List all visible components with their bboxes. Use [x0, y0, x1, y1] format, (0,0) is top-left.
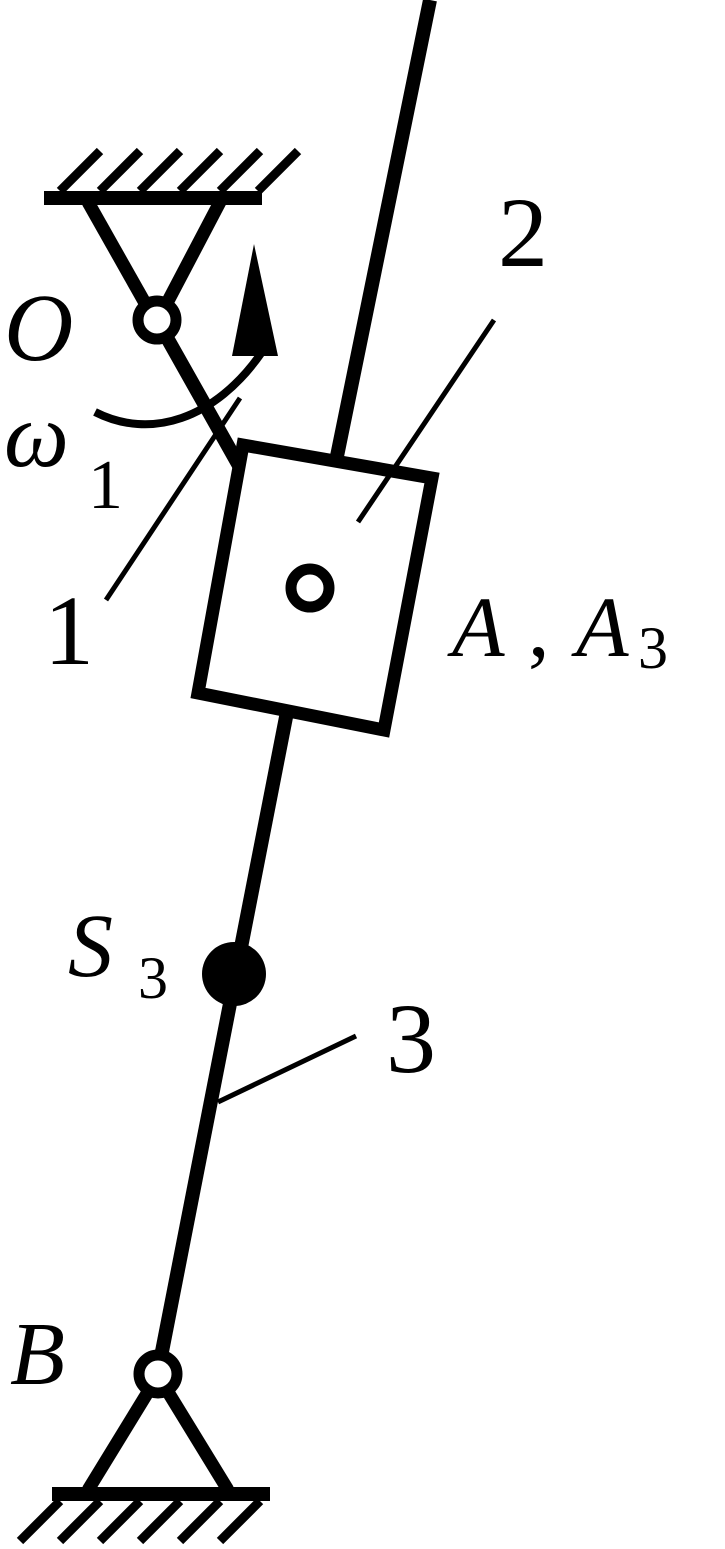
label-a3-subscript: 3	[638, 615, 668, 681]
pivot-b-joint	[133, 1349, 183, 1399]
leader-lines	[103, 318, 497, 1105]
label-s: S	[68, 897, 113, 996]
label-comma: ,	[528, 579, 550, 675]
label-b: B	[10, 1305, 65, 1404]
top-ground-hatching	[56, 147, 302, 195]
rocker-link-3-lower	[151, 710, 294, 1374]
label-link-2: 2	[498, 177, 548, 288]
joint-a	[285, 563, 335, 613]
top-ground-support	[44, 147, 302, 307]
label-omega: ω	[4, 384, 69, 486]
leader-line-3	[216, 1033, 358, 1105]
bottom-support-right-leg	[162, 1388, 234, 1494]
center-of-mass-s3	[202, 942, 266, 1006]
top-support-left-leg	[82, 198, 151, 307]
pivot-o-joint	[132, 295, 182, 345]
omega-rotation-arrow	[93, 244, 278, 429]
bottom-support-left-leg	[82, 1388, 154, 1494]
label-omega-subscript: 1	[88, 447, 123, 524]
label-a: A	[447, 579, 505, 675]
label-a3: A	[571, 579, 629, 675]
leader-line-1	[103, 396, 243, 602]
bottom-ground-hatching	[16, 1497, 264, 1545]
label-link-1: 1	[44, 575, 94, 686]
label-s-subscript: 3	[138, 945, 168, 1011]
omega-arrowhead-icon	[232, 244, 278, 356]
leader-line-2	[355, 318, 497, 524]
rocker-link-3-upper	[328, 0, 437, 468]
label-link-3: 3	[386, 983, 436, 1094]
label-o: O	[4, 274, 73, 381]
omega-arc	[93, 349, 266, 429]
top-support-right-leg	[161, 198, 226, 307]
bottom-ground-support	[16, 1388, 270, 1545]
